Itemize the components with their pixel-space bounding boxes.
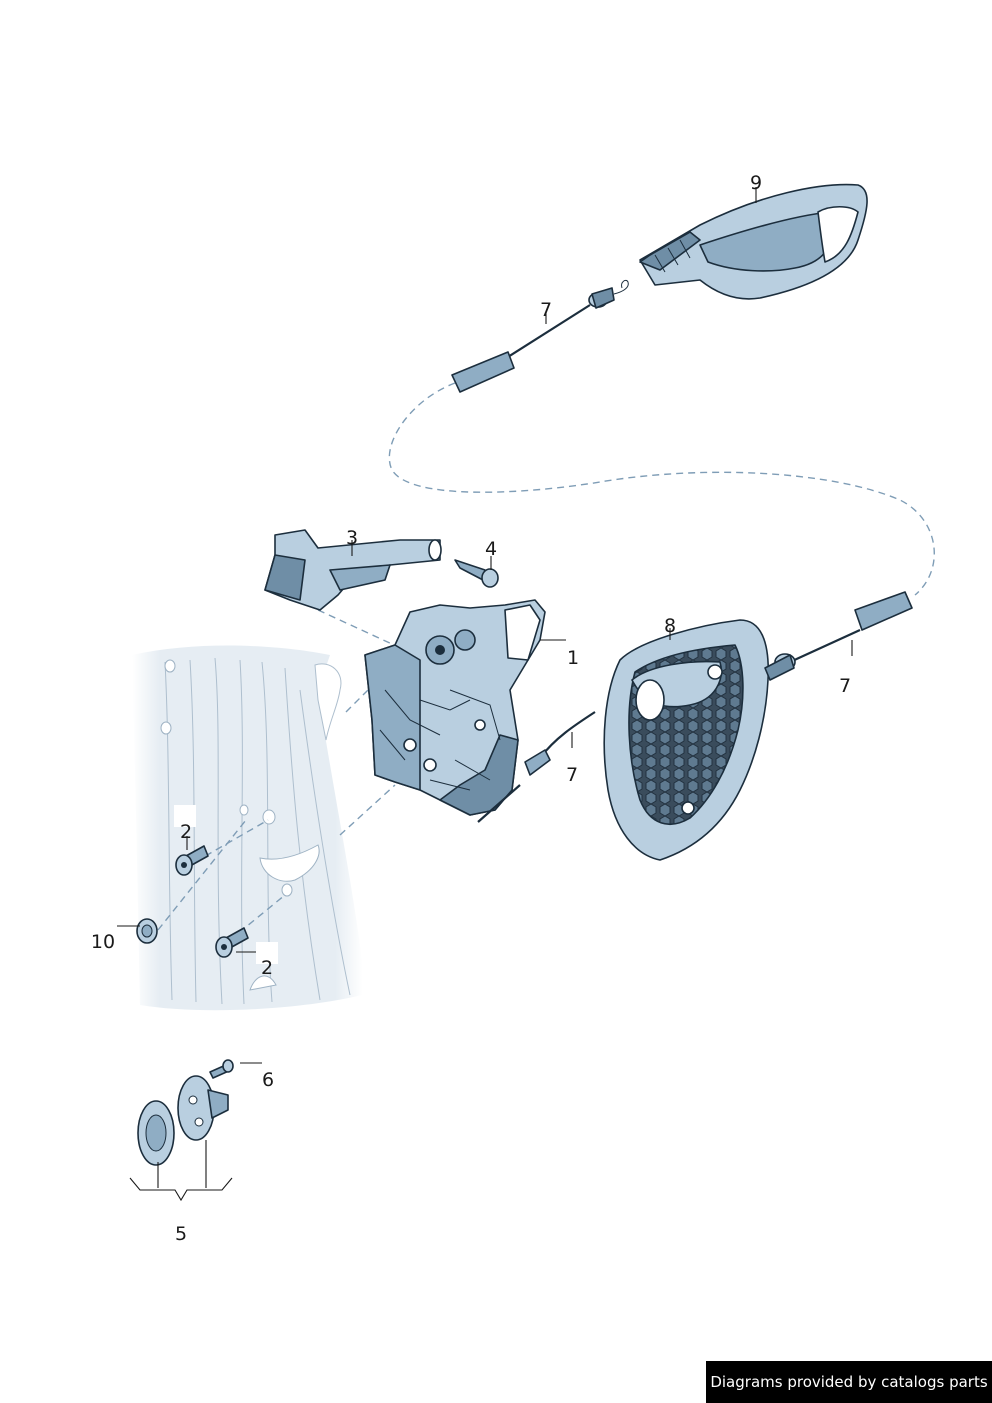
sealing-plug: [136, 918, 158, 944]
bracket-screw: [454, 559, 499, 588]
door-panel: [132, 645, 363, 1011]
callout-2-upper: 2: [180, 821, 192, 843]
callout-5: 5: [175, 1223, 187, 1245]
attribution-text: Diagrams provided by catalogs parts: [710, 1373, 988, 1391]
screw-upper: [175, 845, 209, 876]
door-lock-actuator: [364, 599, 546, 816]
attribution-banner: Diagrams provided by catalogs parts: [706, 1361, 992, 1403]
callout-7-right: 7: [839, 675, 851, 697]
callout-6: 6: [262, 1069, 274, 1091]
callout-1: 1: [567, 647, 579, 669]
callout-9: 9: [750, 172, 762, 194]
callout-2-lower: 2: [261, 957, 273, 979]
callout-labels: 9 7 3 4 1 8 7 7 2 2 10 6 5: [91, 172, 851, 1245]
cable-right-end: [764, 591, 913, 681]
lock-bracket: [264, 529, 442, 611]
callout-4: 4: [485, 538, 497, 560]
lock-cover: [603, 619, 770, 861]
callout-7-lower: 7: [566, 764, 578, 786]
callout-8: 8: [664, 615, 676, 637]
cable-upper: [451, 279, 629, 393]
callout-10: 10: [91, 931, 115, 953]
alignment-line-bracket: [317, 609, 406, 651]
label-mask: [256, 942, 278, 964]
leader-lines: [117, 187, 853, 1202]
interior-door-handle: [639, 183, 868, 300]
cable-lower-left: [477, 711, 596, 823]
alignment-line-lock-bottom: [339, 784, 396, 836]
callout-3: 3: [346, 527, 358, 549]
striker-plate-assembly: [137, 1059, 234, 1166]
cable-route-line: [388, 382, 935, 596]
callout-7-upper: 7: [540, 299, 552, 321]
screw-lower: [215, 927, 249, 958]
label-mask: [174, 805, 196, 827]
